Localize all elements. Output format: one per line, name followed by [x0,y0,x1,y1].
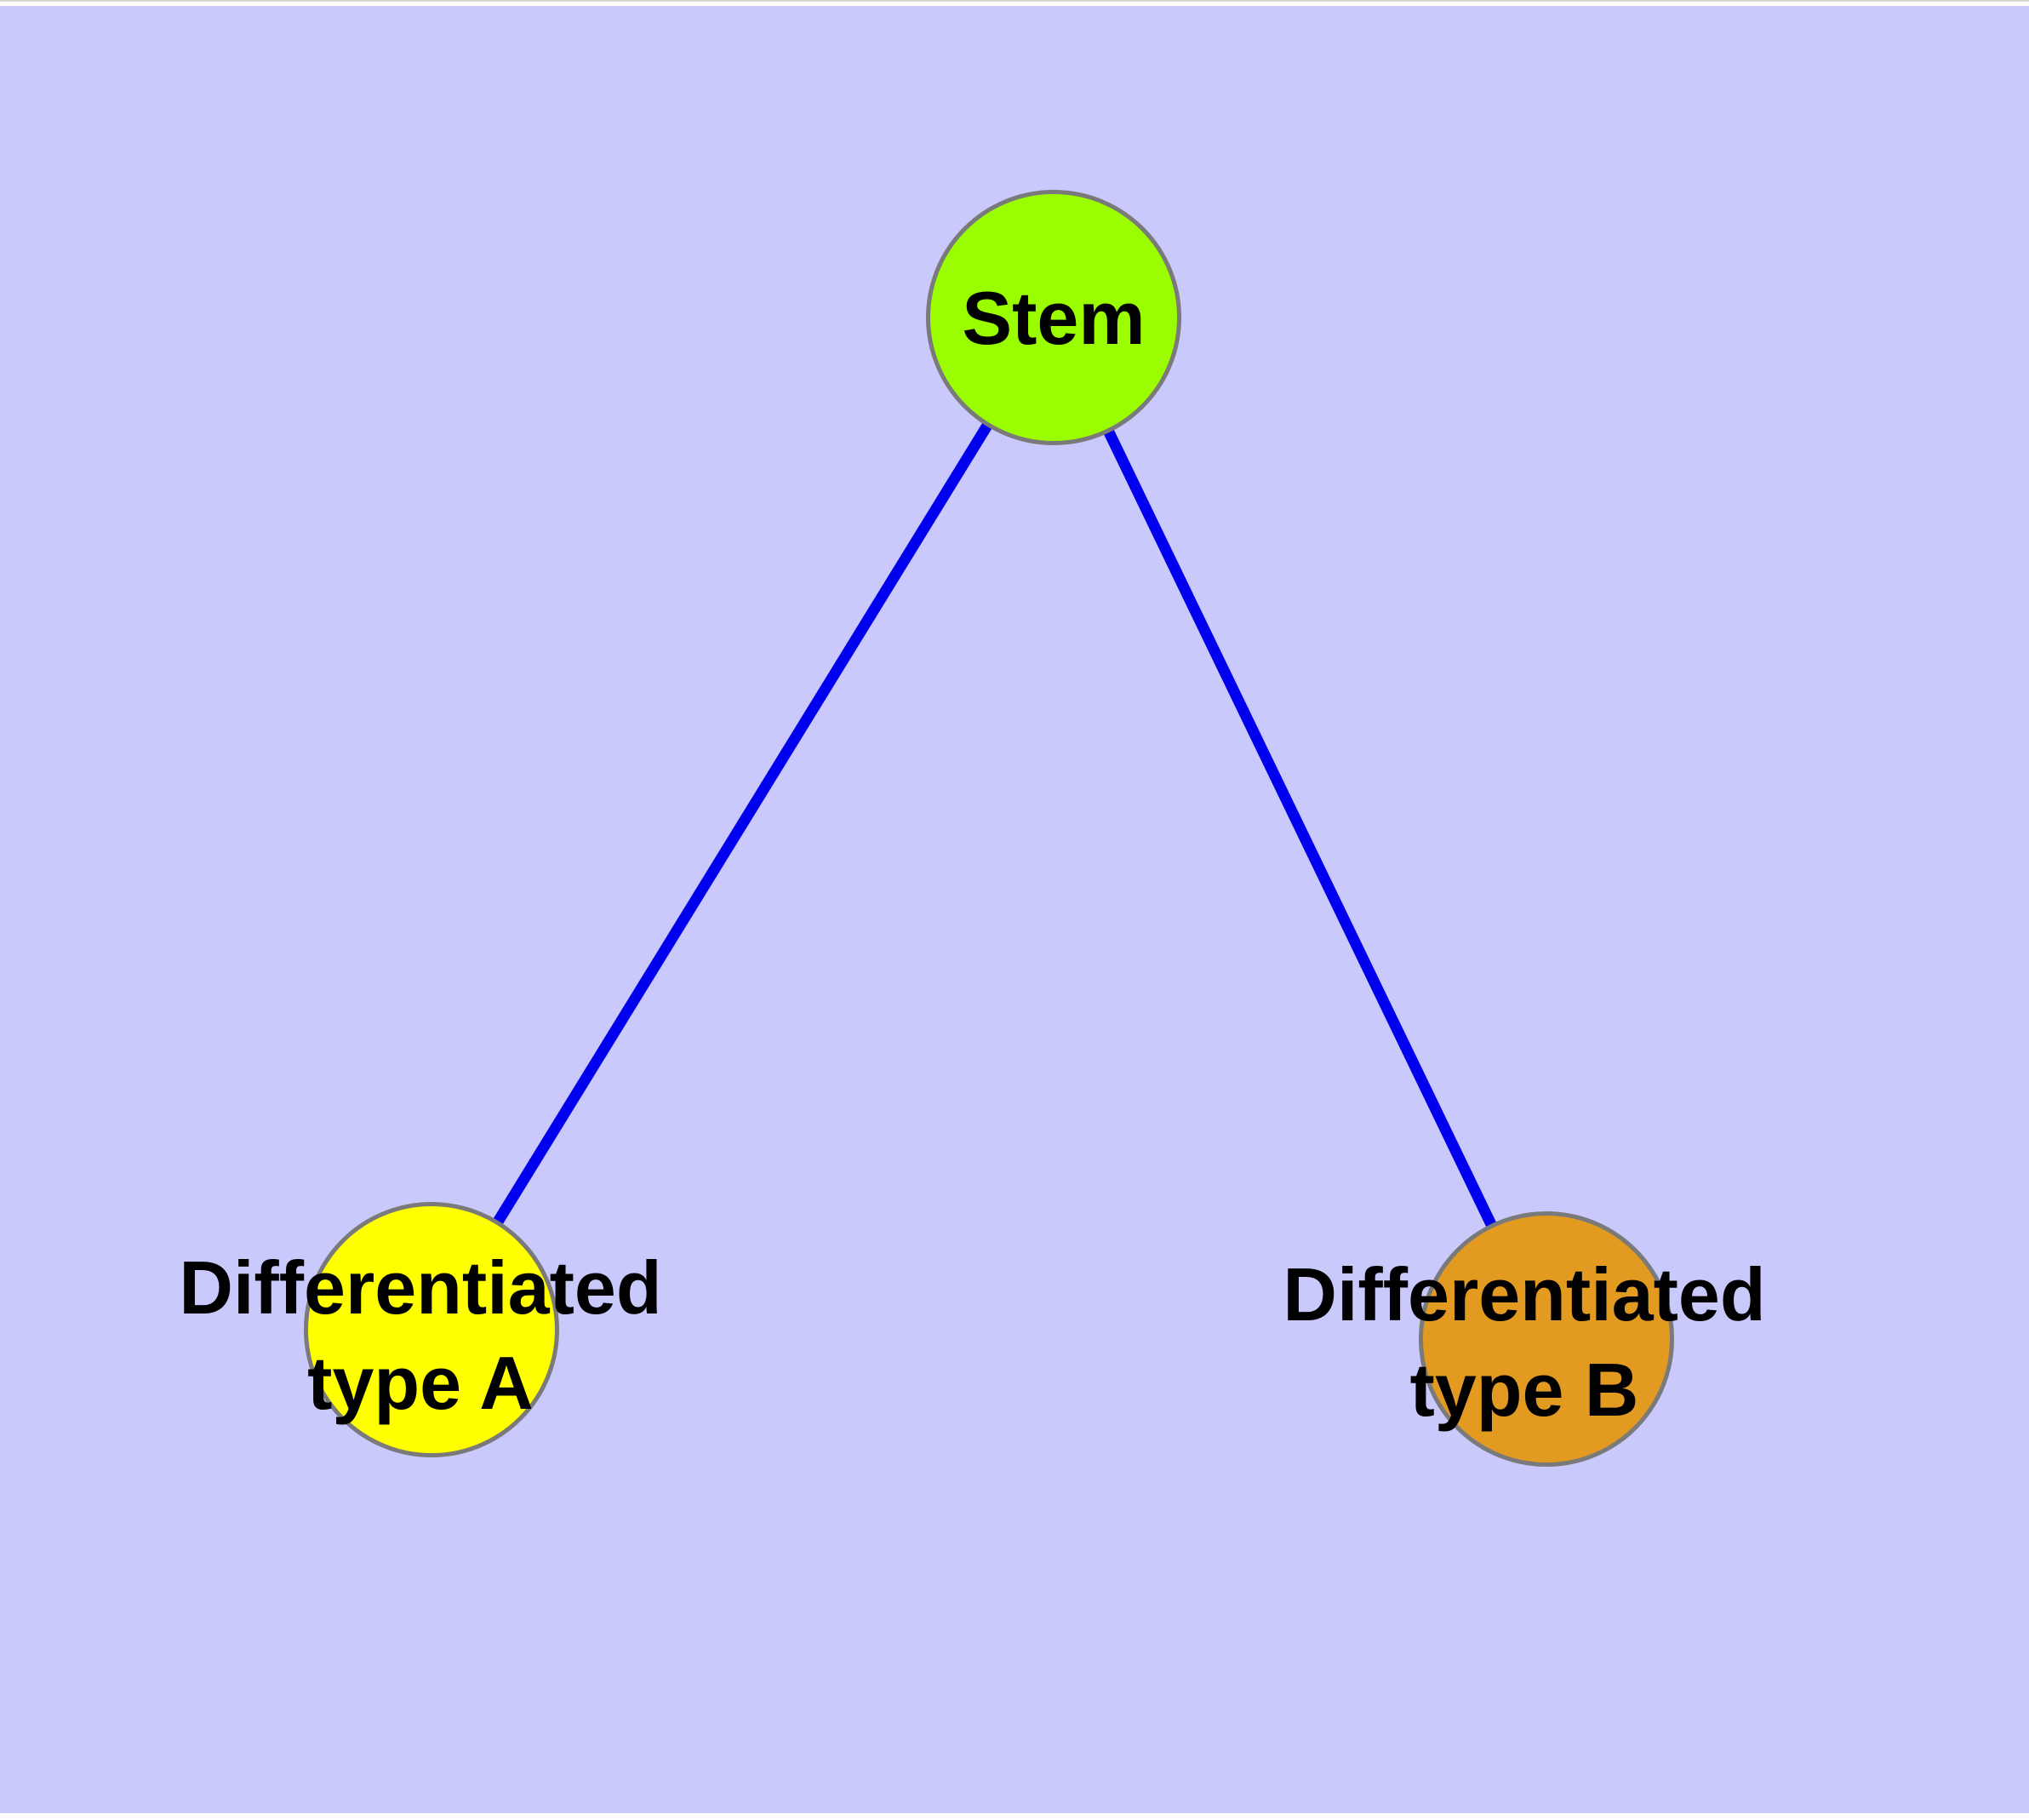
node-type-b-label-line1: Differentiated [1283,1252,1766,1336]
node-differentiated-type-b-label: Differentiated type B [1283,1247,1765,1438]
edge-stem-to-type-a [426,314,1059,1333]
top-margin [0,0,2029,6]
node-differentiated-type-b-circle [1419,1211,1674,1467]
node-type-a-label-line2: type A [307,1341,534,1425]
bottom-margin [0,1813,2029,1820]
node-type-b-label-line2: type B [1409,1348,1639,1432]
node-stem-circle [926,190,1181,445]
node-type-a-label-line1: Differentiated [179,1245,662,1330]
edges-layer [426,314,1552,1342]
node-stem-label: Stem [962,271,1145,366]
graph-canvas: Stem Differentiated type A Differentiate… [0,6,2029,1813]
node-differentiated-type-a-circle [304,1202,559,1457]
node-stem-label-line1: Stem [962,276,1146,360]
edge-stem-to-type-b [1049,315,1552,1342]
node-differentiated-type-a-label: Differentiated type A [179,1240,661,1431]
